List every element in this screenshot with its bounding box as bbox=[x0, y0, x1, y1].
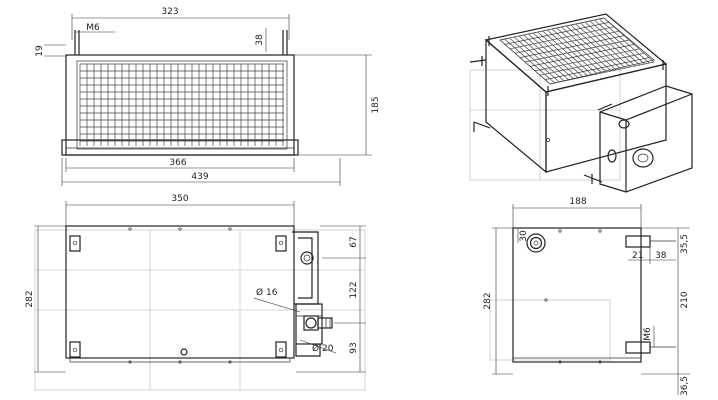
iso-grille-line bbox=[514, 30, 620, 54]
dim-side-210: 210 bbox=[680, 291, 690, 308]
iso-grille-line bbox=[534, 48, 640, 72]
dim-top-122: 122 bbox=[349, 281, 359, 298]
dim-top-282: 282 bbox=[25, 290, 35, 307]
iso-grille-line bbox=[549, 61, 655, 85]
iso-grille-line bbox=[524, 39, 630, 63]
dim-top-diam-symbol-1: Ø bbox=[256, 287, 263, 298]
iso-grille-line bbox=[529, 44, 635, 67]
iso-grille-line bbox=[509, 26, 615, 50]
dim-front-439: 439 bbox=[191, 172, 208, 182]
front-grille bbox=[79, 63, 284, 146]
dim-top-20: 20 bbox=[322, 344, 334, 354]
top-view: 350 282 bbox=[25, 194, 366, 373]
dim-top-67: 67 bbox=[349, 236, 359, 247]
iso-grille-line bbox=[499, 17, 605, 41]
dim-side-30: 30 bbox=[519, 230, 529, 242]
dim-side-188: 188 bbox=[569, 197, 586, 207]
iso-grille-line bbox=[504, 22, 610, 45]
dim-top-350: 350 bbox=[171, 194, 188, 204]
dim-side-m6: M6 bbox=[643, 327, 653, 341]
iso-grille-line bbox=[539, 52, 645, 76]
dim-front-19: 19 bbox=[35, 45, 45, 57]
dim-top-93: 93 bbox=[349, 342, 359, 353]
background-watermark bbox=[34, 69, 621, 391]
front-view: 323 M6 38 19 185 366 bbox=[35, 7, 381, 186]
dim-front-366: 366 bbox=[169, 158, 186, 168]
dim-front-m6: M6 bbox=[86, 23, 100, 33]
iso-grille-line bbox=[544, 57, 650, 80]
dim-side-38: 38 bbox=[655, 251, 667, 261]
dim-side-282: 282 bbox=[483, 292, 493, 309]
dim-front-323: 323 bbox=[161, 7, 178, 17]
iso-grille bbox=[499, 17, 655, 85]
dim-side-21: 21 bbox=[632, 251, 643, 261]
dim-top-diam-symbol-2: Ø bbox=[312, 343, 319, 354]
dim-front-38: 38 bbox=[255, 34, 265, 46]
dim-side-35-5: 35,5 bbox=[680, 234, 690, 254]
dim-top-16: 16 bbox=[266, 288, 278, 298]
iso-grille-line bbox=[519, 35, 625, 58]
side-view: 188 282 30 21 38 35,5 210 bbox=[483, 197, 690, 396]
dim-side-36-5: 36,5 bbox=[680, 376, 690, 396]
dim-front-185: 185 bbox=[371, 96, 381, 113]
isometric-view bbox=[469, 13, 693, 193]
